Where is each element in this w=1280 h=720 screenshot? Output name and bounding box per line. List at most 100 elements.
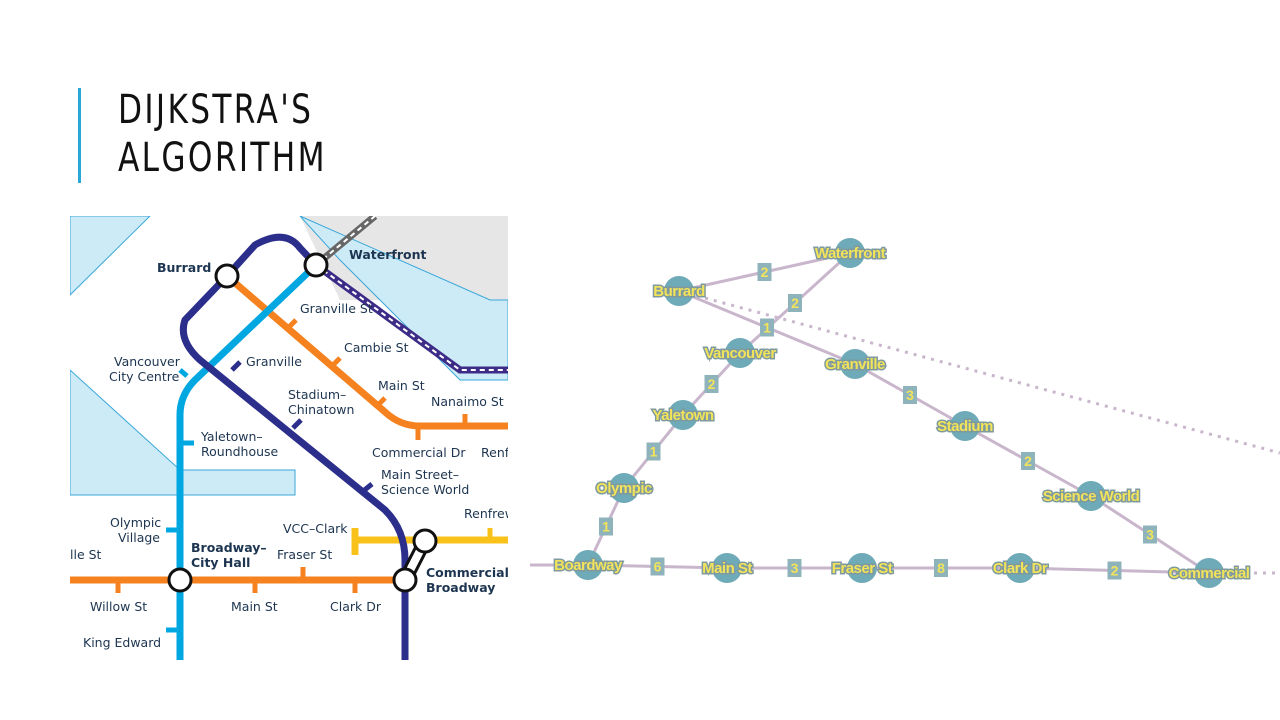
graph-node-olympic [609, 473, 639, 503]
station-burrard [214, 263, 240, 289]
edge-weight-box [646, 442, 661, 461]
slide-title: DIJKSTRA'S ALGORITHM [118, 86, 327, 182]
label-clark-dr: Clark Dr [330, 599, 382, 614]
edge-weight: 2 [704, 375, 719, 393]
label-main-st-top: Main St [378, 378, 425, 393]
graph-node-label: Clark Dr [993, 560, 1048, 577]
graph-node-burrard [664, 276, 694, 306]
label-main-street-sw-1: Main Street– [381, 467, 459, 482]
edge-weight-label: 2 [708, 376, 716, 392]
edge-weight-box [650, 557, 665, 576]
edge-weight-label: 3 [1146, 527, 1154, 543]
edge-weight: 1 [646, 442, 661, 461]
graph-node-label: Vancouver [704, 345, 776, 362]
station-broadway-city-hall [167, 567, 193, 593]
edge-weight-box [1021, 452, 1035, 470]
edge-weight-label: 3 [791, 560, 799, 576]
label-yaletown-2: Roundhouse [201, 444, 279, 459]
graph-node-label: Olympic [596, 480, 652, 497]
edge-weight: 3 [903, 386, 917, 404]
title-line-2: ALGORITHM [118, 135, 327, 181]
edge-weight-box [1143, 525, 1157, 544]
title-line-1: DIJKSTRA'S [118, 87, 314, 133]
label-olympic-2: Village [118, 530, 160, 545]
edge-weight-box [788, 294, 802, 312]
graph-node-main-st [712, 553, 742, 583]
graph-node-fraser-st [847, 553, 877, 583]
edge-weight-box [599, 517, 613, 536]
edge-weight: 6 [650, 557, 665, 576]
label-stadium-1: Stadium– [288, 387, 346, 402]
edge-weight-box [757, 263, 772, 281]
label-main-st-bottom: Main St [231, 599, 278, 614]
station-commercial-broadway [392, 567, 418, 593]
edge-weight: 8 [934, 559, 948, 577]
graph-node-clark-dr [1005, 553, 1035, 583]
graph-node-label: Yaletown [652, 407, 713, 424]
canada-line [176, 262, 319, 660]
graph-node-label: Boardway [554, 557, 623, 574]
edge-weight-box [934, 559, 948, 577]
edge-weight-label: 1 [602, 519, 610, 535]
edge-weight-label: 1 [763, 320, 771, 336]
label-willow-st: Willow St [90, 599, 147, 614]
graph-node-vancouver [725, 338, 755, 368]
edge-weight: 2 [1107, 561, 1122, 580]
label-yaletown-1: Yaletown– [200, 429, 263, 444]
graph-node-yaletown [668, 400, 698, 430]
graph-node-label: Stadium [937, 418, 993, 435]
title-accent-bar [78, 88, 81, 183]
graph-node-label: Granville [825, 356, 885, 373]
edge-weight-label: 8 [937, 560, 945, 576]
label-burrard: Burrard [157, 260, 211, 275]
label-waterfront: Waterfront [349, 247, 426, 262]
edge-weight-label: 2 [1024, 453, 1032, 469]
label-stadium-2: Chinatown [288, 402, 354, 417]
label-main-street-sw-2: Science World [381, 482, 469, 497]
graph-node-stadium [950, 411, 980, 441]
graph-node-label: Main St [702, 560, 752, 577]
edge-weight: 3 [787, 559, 802, 577]
edge-weight-box [704, 375, 719, 393]
edge-weight-box [903, 386, 917, 404]
label-le-st: lle St [70, 547, 102, 562]
edge-weight: 2 [757, 263, 772, 281]
edge-weight: 2 [788, 294, 802, 312]
station-waterfront [303, 252, 329, 278]
label-fraser-st: Fraser St [277, 547, 332, 562]
label-granville-st: Granville St [300, 301, 373, 316]
graph-node-boardway [573, 550, 603, 580]
label-king-edward: King Edward [83, 635, 161, 650]
label-broadway-city-hall-2: City Hall [191, 555, 250, 570]
edge-weight-label: 2 [1111, 563, 1119, 579]
label-vancouver-city-centre-1: Vancouver [114, 354, 181, 369]
label-renfrew-top: Renf [481, 445, 510, 460]
label-renfrew-bottom: Renfrew [464, 506, 515, 521]
label-olympic-1: Olympic [110, 515, 161, 530]
graph-node-label: Commercial [1169, 565, 1250, 582]
edge-weight: 3 [1143, 525, 1157, 544]
label-granville: Granville [246, 354, 302, 369]
edge-weight-box [1107, 561, 1122, 580]
expo-line-navy [179, 273, 409, 660]
graph-node-label: Waterfront [815, 245, 886, 262]
label-cambie-st: Cambie St [344, 340, 409, 355]
water-area [70, 216, 151, 296]
edge-weight-label: 2 [761, 264, 769, 280]
edge-weight-box [787, 559, 802, 577]
label-nanaimo-st: Nanaimo St [431, 394, 504, 409]
edge-weight: 2 [1021, 452, 1035, 470]
graph-node-science-world [1076, 481, 1106, 511]
edge-weight-label: 2 [791, 295, 799, 311]
graph-node-label: Burrard [653, 283, 705, 300]
label-broadway-city-hall-1: Broadway– [191, 540, 267, 555]
label-commercial-broadway-1: Commercial– [426, 565, 515, 580]
label-vancouver-city-centre-2: City Centre [109, 369, 180, 384]
edge-weight: 1 [760, 318, 774, 337]
graph-node-granville [840, 349, 870, 379]
station-commercial-broadway-upper [412, 528, 438, 554]
graph-node-commercial [1194, 558, 1224, 588]
edge-weight-label: 3 [906, 387, 914, 403]
